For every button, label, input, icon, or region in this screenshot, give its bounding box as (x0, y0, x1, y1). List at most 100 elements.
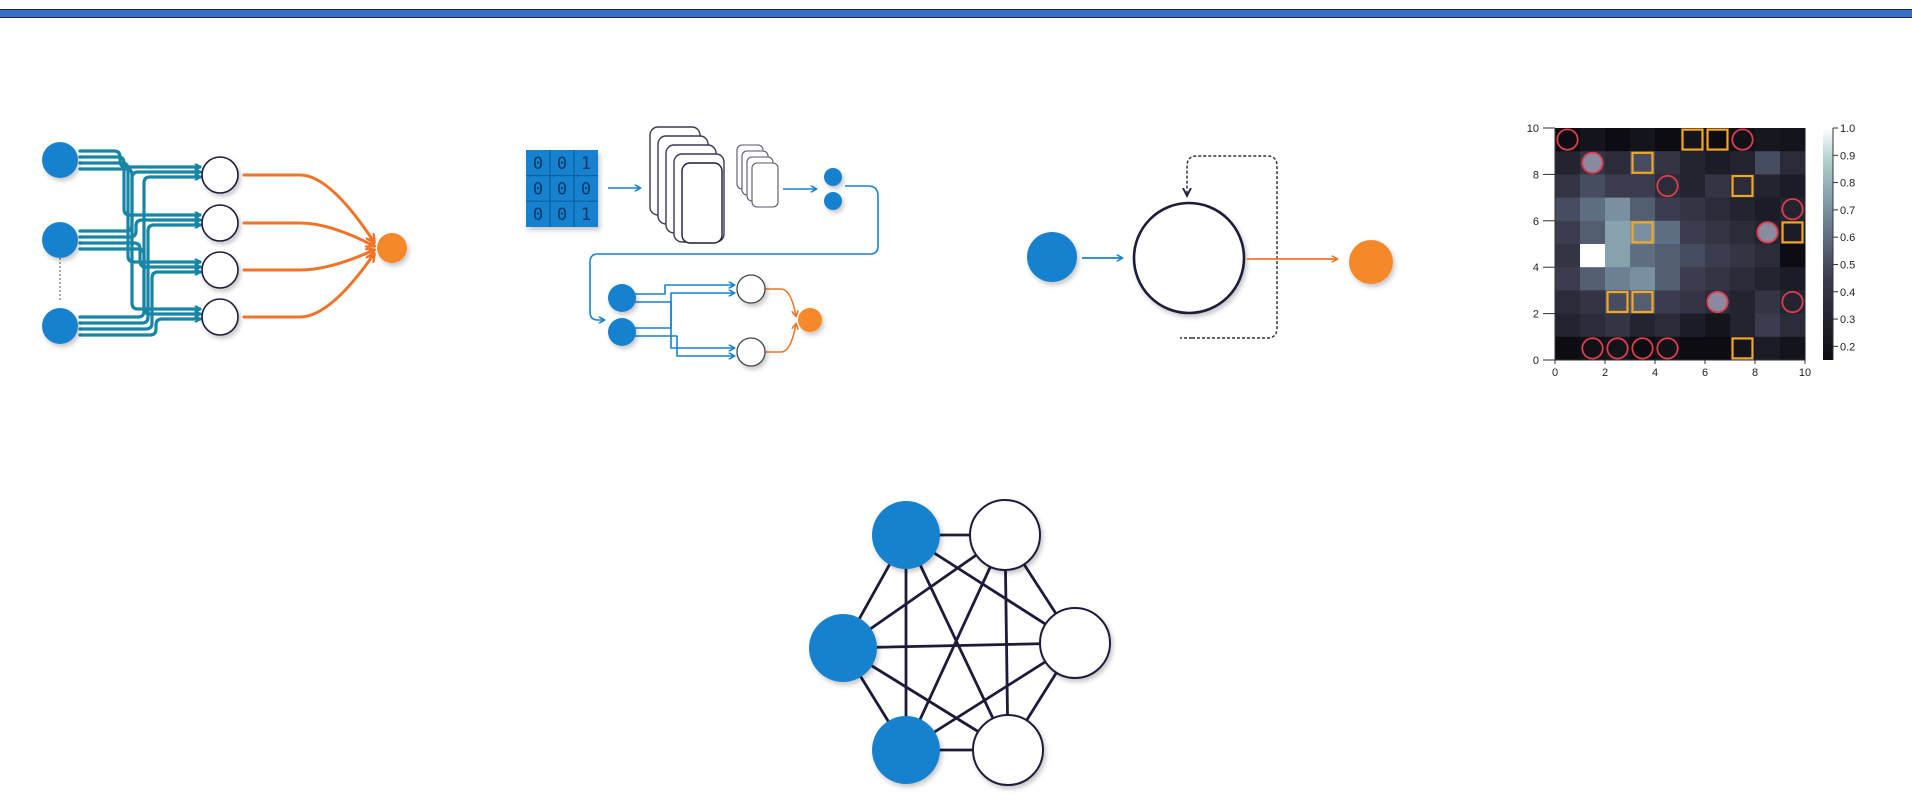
heatmap-cell-8-0 (1555, 313, 1581, 338)
conv-feature-maps (649, 126, 725, 244)
heatmap-circle-marker (1706, 290, 1729, 314)
ffn-edge-in3-h3 (78, 272, 202, 331)
flatten-to-classifier-connector (589, 185, 879, 320)
matrix-cell-0-0: 0 (533, 154, 543, 174)
heatmap-cell-6-2 (1605, 267, 1631, 291)
heatmap-cell-9-4 (1655, 336, 1681, 361)
rnn-hidden-node (1132, 201, 1246, 315)
heatmap-square-marker (1731, 174, 1754, 198)
cnn-mini-edge-in2-h2 (634, 335, 734, 356)
heatmap-cell-0-5 (1680, 128, 1706, 152)
heatmap-cell-6-9 (1780, 267, 1806, 291)
colorbar-tick-label: 0.5 (1840, 259, 1855, 271)
heatmap-circle-marker (1556, 128, 1579, 151)
heatmap-cell-5-0 (1555, 244, 1581, 268)
heatmap-cell-4-3 (1630, 220, 1656, 245)
flatten-node-2 (824, 192, 842, 210)
heatmap-y-tick-label: 10 (1527, 123, 1539, 135)
ffn-output-connections (242, 173, 374, 319)
heatmap-cell-9-8 (1755, 336, 1781, 361)
heatmap-cell-9-1 (1580, 336, 1606, 361)
heatmap-cell-2-9 (1780, 174, 1806, 199)
heatmap-square-marker (1631, 290, 1654, 314)
heatmap-cell-4-1 (1580, 220, 1606, 245)
recurrent-network-diagram (1027, 155, 1393, 339)
heatmap-cell-4-5 (1680, 220, 1706, 245)
heatmap-cell-3-6 (1705, 197, 1731, 222)
heatmap-cell-9-7 (1730, 336, 1756, 361)
heatmap-cell-4-6 (1705, 220, 1731, 245)
heatmap-cell-1-7 (1730, 151, 1756, 175)
cnn-mini-hidden-node-2 (736, 337, 766, 367)
cnn-mini-hidden-node-1 (736, 274, 766, 304)
matrix-cell-1-0: 0 (533, 179, 543, 199)
colorbar-tick-label: 0.2 (1840, 341, 1855, 353)
heatmap-cell-6-4 (1655, 267, 1681, 291)
cnn-mini-edge-in1-h1 (634, 285, 734, 295)
matrix-cell-1-2: 0 (581, 179, 591, 199)
ffn-edge-h2-out (242, 221, 374, 246)
ffn-input-connections (78, 149, 202, 337)
heatmap-y-tick-label: 0 (1533, 355, 1539, 367)
heatmap-cell-0-9 (1780, 128, 1806, 152)
fully-connected-network-diagram (809, 499, 1111, 786)
heatmap-cell-6-1 (1580, 267, 1606, 291)
ffn-hidden-node-3 (201, 251, 239, 289)
colorbar-tick-label: 0.4 (1840, 287, 1855, 299)
graph-node-bottom-right (972, 714, 1044, 786)
heatmap-cell-5-7 (1730, 244, 1756, 268)
heatmap-cell-6-0 (1555, 267, 1581, 291)
heatmap-cell-3-3 (1630, 197, 1656, 222)
matrix-cell-1-1: 0 (557, 179, 567, 199)
heatmap-square-marker (1631, 151, 1654, 174)
heatmap-x-tick-label: 8 (1752, 367, 1758, 379)
colorbar-tick-label: 0.3 (1840, 314, 1855, 326)
heatmap-cell-7-5 (1680, 290, 1706, 315)
colorbar-tick-label: 1.0 (1840, 123, 1855, 135)
heatmap-cell-2-4 (1655, 174, 1681, 199)
heatmap-square-marker (1681, 128, 1704, 151)
heatmap-square-marker (1606, 290, 1629, 314)
heatmap-cell-0-0 (1555, 128, 1581, 152)
heatmap-circle-marker (1581, 337, 1604, 360)
heatmap-y-tick-label: 2 (1533, 309, 1539, 321)
heatmap-cell-9-3 (1630, 336, 1656, 361)
heatmap-circle-marker (1656, 174, 1679, 198)
cnn-mini-edge-h1-out (765, 288, 796, 316)
heatmap-cell-5-6 (1705, 244, 1731, 268)
heatmap-cell-2-3 (1630, 174, 1656, 199)
heatmap-cell-0-3 (1630, 128, 1656, 152)
heatmap-x-tick-label: 0 (1552, 367, 1558, 379)
heatmap-cell-1-0 (1555, 151, 1581, 175)
matrix-cell-0-2: 1 (581, 154, 591, 174)
heatmap-cell-7-3 (1630, 290, 1656, 315)
heatmap-cell-8-9 (1780, 313, 1806, 338)
heatmap-cell-2-5 (1680, 174, 1706, 199)
heatmap-cell-2-1 (1580, 174, 1606, 199)
heatmap-cell-5-4 (1655, 244, 1681, 268)
ffn-edge-h1-out (242, 173, 374, 242)
heatmap-cell-4-2 (1605, 220, 1631, 245)
pool-feature-maps (736, 144, 779, 208)
heatmap-cell-6-8 (1755, 267, 1781, 291)
heatmap-cell-8-6 (1705, 313, 1731, 338)
ffn-edge-in3-h2 (78, 225, 202, 325)
cnn-mini-input-node-2 (608, 318, 636, 346)
colorbar-tick-label: 0.7 (1840, 205, 1855, 217)
heatmap-x-tick-label: 10 (1799, 367, 1811, 379)
matrix-cell-2-1: 0 (557, 205, 567, 225)
heatmap-cell-6-5 (1680, 267, 1706, 291)
cnn-mini-output-node (798, 308, 822, 332)
heatmap-cell-5-1 (1580, 244, 1606, 268)
heatmap-circle-marker (1631, 337, 1654, 360)
heatmap-marker-fill (1757, 222, 1778, 243)
ffn-hidden-node-1 (201, 156, 239, 194)
heatmap-x-tick-label: 4 (1652, 367, 1658, 379)
heatmap-cell-7-1 (1580, 290, 1606, 315)
heatmap-x-tick-label: 2 (1602, 367, 1608, 379)
colorbar-tick-label: 0.9 (1840, 150, 1855, 162)
heatmap-square-marker (1631, 221, 1654, 244)
heatmap-square-marker (1731, 337, 1754, 360)
input-matrix-background (526, 150, 598, 227)
